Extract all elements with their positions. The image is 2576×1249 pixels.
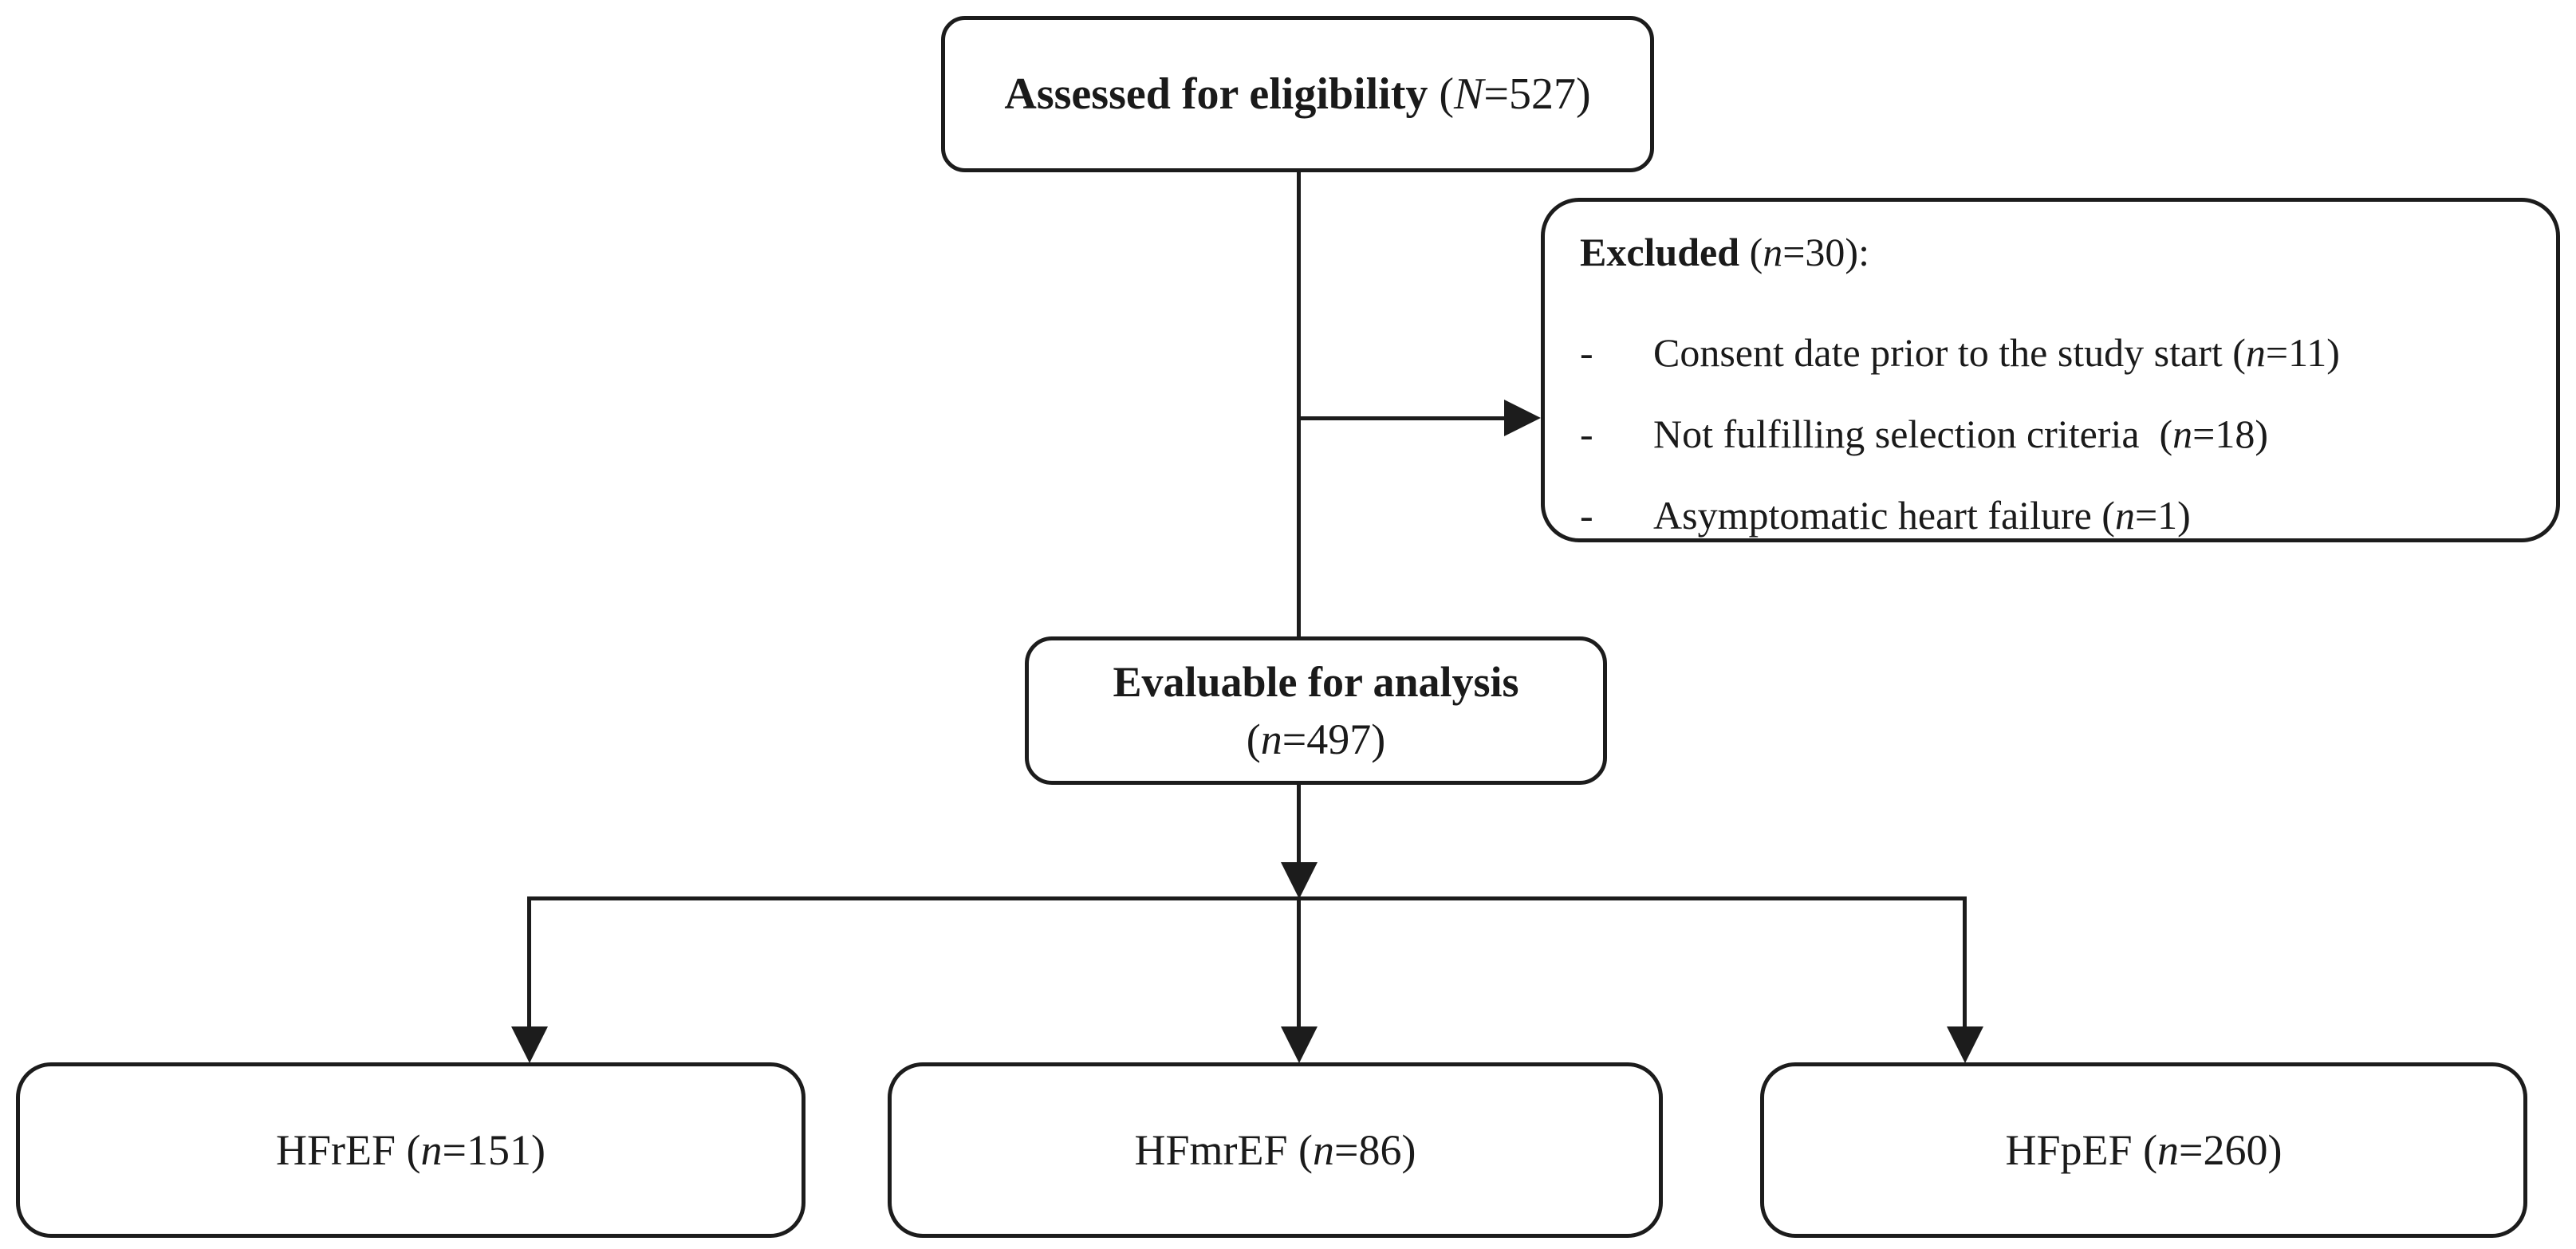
bullet-dash: - [1580, 330, 1593, 375]
excluded-item-text: Consent date prior to the study start (n… [1653, 330, 2340, 375]
box-hfpef: HFpEF (n=260) [1760, 1062, 2527, 1238]
box-excluded: Excluded (n=30): - Consent date prior to… [1541, 198, 2560, 542]
connector-drop-left [527, 898, 531, 1026]
excluded-item-text: Asymptomatic heart failure (n=1) [1653, 493, 2191, 538]
excluded-item: - Consent date prior to the study start … [1580, 312, 2524, 393]
box-evaluable-for-analysis: Evaluable for analysis (n=497) [1025, 636, 1607, 785]
bullet-dash: - [1580, 493, 1593, 538]
evaluable-label: Evaluable for analysis (n=497) [1113, 653, 1518, 768]
arrowhead-left-down [511, 1026, 548, 1063]
connector-main-vertical [1297, 171, 1301, 638]
arrowhead-center-down [1281, 1026, 1318, 1063]
evaluable-label-count: (n=497) [1246, 715, 1386, 763]
connector-distribution-horizontal [527, 896, 1967, 900]
group-label-hfmref: HFmrEF (n=86) [1134, 1126, 1416, 1174]
connector-drop-right [1963, 898, 1967, 1026]
excluded-title-label: Excluded [1580, 230, 1740, 274]
connector-drop-center [1297, 898, 1301, 1026]
assessed-label-count: (N=527) [1439, 69, 1591, 119]
connector-evaluable-drop [1297, 783, 1301, 865]
excluded-title-count: (n=30): [1749, 230, 1869, 274]
excluded-item: - Not fulfilling selection criteria (n=1… [1580, 393, 2524, 475]
group-label-hfref: HFrEF (n=151) [276, 1126, 546, 1174]
arrowhead-distribution-down [1281, 862, 1318, 899]
assessed-label-title: Assessed for eligibility [1004, 69, 1428, 119]
excluded-item-text: Not fulfilling selection criteria (n=18) [1653, 412, 2269, 456]
excluded-title: Excluded (n=30): [1580, 227, 2524, 277]
evaluable-label-title: Evaluable for analysis [1113, 658, 1519, 706]
assessed-label: Assessed for eligibility (N=527) [1004, 69, 1590, 120]
group-label-hfpef: HFpEF (n=260) [2005, 1126, 2283, 1174]
connector-excluded-horizontal [1298, 416, 1507, 420]
box-assessed-for-eligibility: Assessed for eligibility (N=527) [941, 16, 1654, 172]
excluded-list: - Consent date prior to the study start … [1580, 312, 2524, 556]
excluded-item: - Asymptomatic heart failure (n=1) [1580, 475, 2524, 556]
arrowhead-excluded-right [1504, 400, 1541, 436]
box-hfmref: HFmrEF (n=86) [888, 1062, 1663, 1238]
bullet-dash: - [1580, 412, 1593, 456]
arrowhead-right-down [1947, 1026, 1983, 1063]
box-hfref: HFrEF (n=151) [16, 1062, 805, 1238]
